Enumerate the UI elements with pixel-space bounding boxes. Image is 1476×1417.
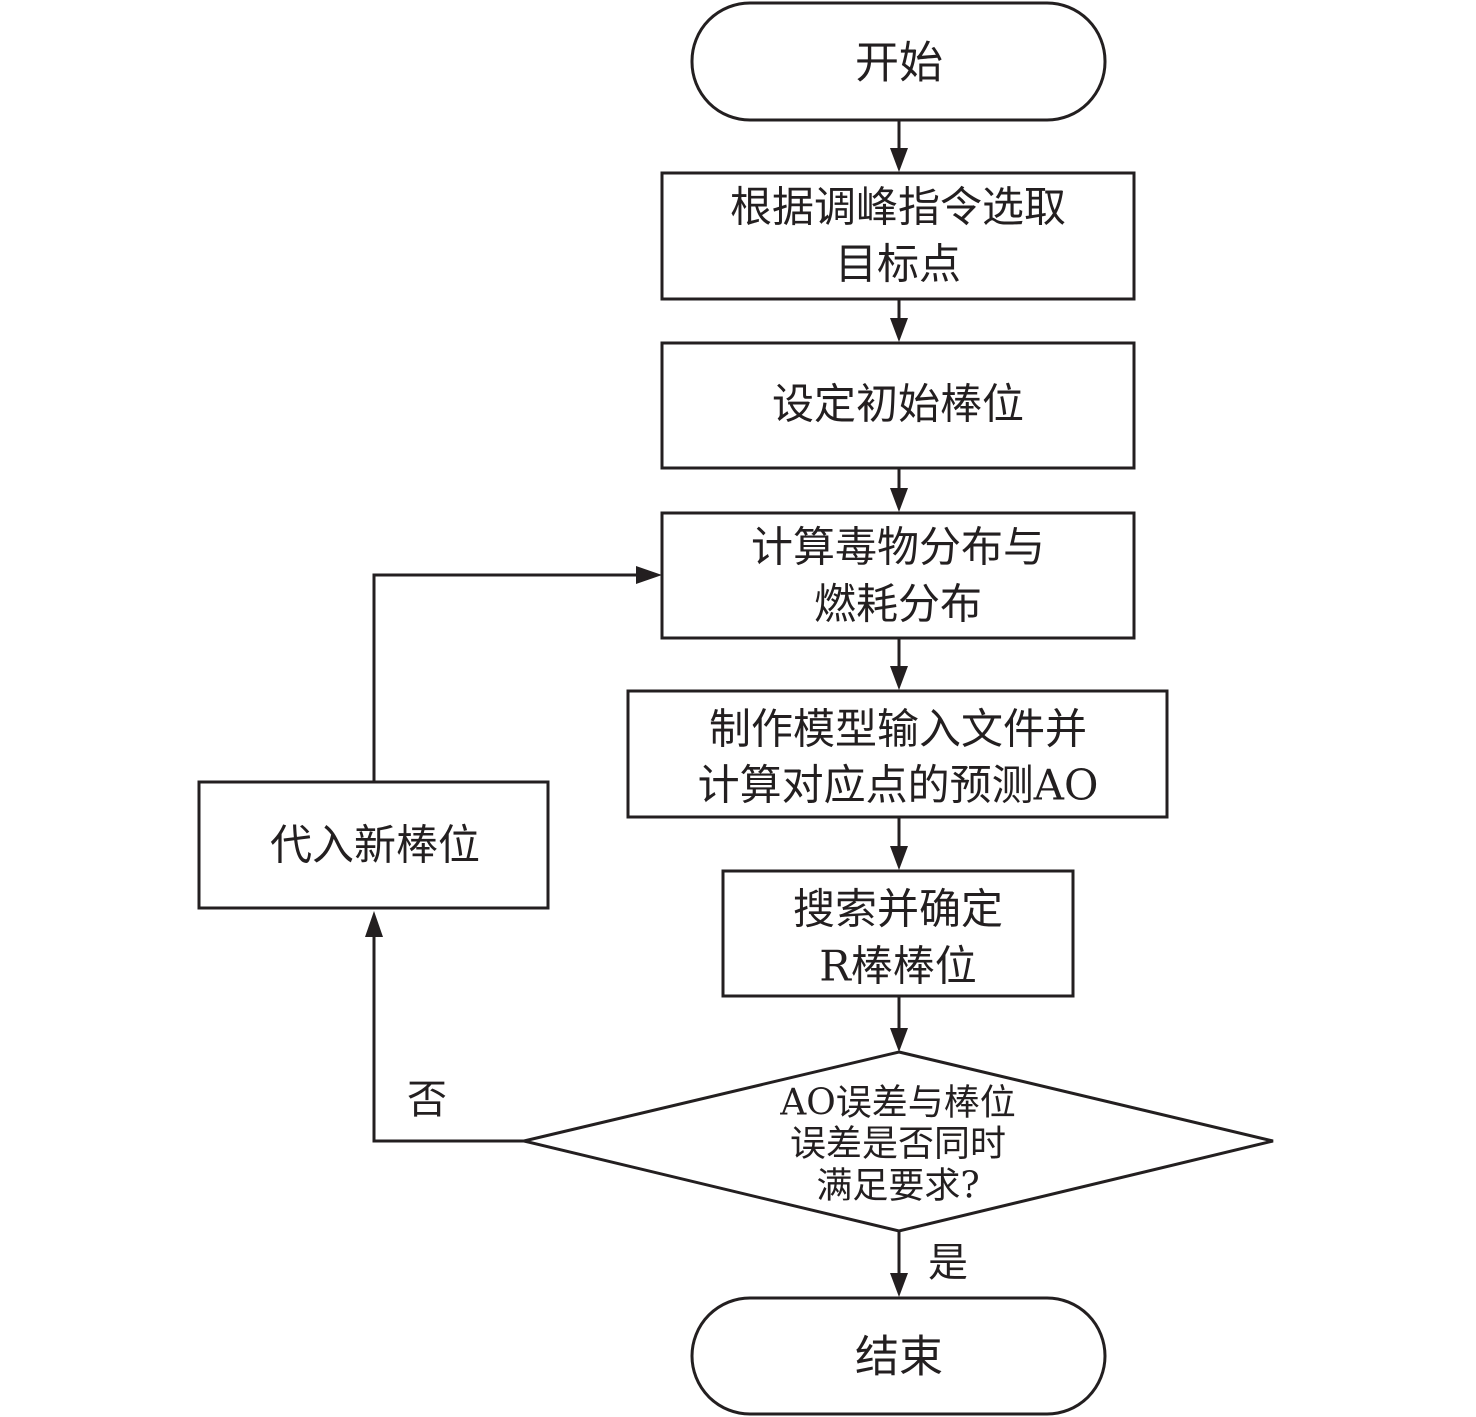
edge-newrod-to-calc xyxy=(372,573,638,781)
make-model-node: 制作模型输入文件并 计算对应点的预测AO xyxy=(626,689,1169,819)
arrowhead-start-to-select xyxy=(890,148,908,172)
arrowhead-search-to-decision xyxy=(890,1028,908,1052)
start-terminal-shape xyxy=(690,1,1107,122)
edge-label-no: 否 xyxy=(407,1077,447,1123)
start-node: 开始 xyxy=(690,1,1107,122)
init-rod-label: 设定初始棒位 xyxy=(772,380,1024,429)
arrowhead-model-to-search xyxy=(890,846,908,870)
arrowhead-calc-to-model xyxy=(890,666,908,690)
search-rod-node: 搜索并确定 R棒棒位 xyxy=(721,869,1075,998)
start-label: 开始 xyxy=(855,38,943,89)
search-rod-label-line2: R棒棒位 xyxy=(819,942,977,991)
select-target-node: 根据调峰指令选取 目标点 xyxy=(660,171,1136,301)
make-model-label-line1: 制作模型输入文件并 xyxy=(709,705,1087,754)
select-target-label-line2: 目标点 xyxy=(835,240,961,289)
end-terminal-shape xyxy=(690,1296,1107,1416)
new-rod-box xyxy=(197,780,550,910)
decision-label-line3: 满足要求? xyxy=(816,1166,979,1207)
search-rod-box xyxy=(721,869,1075,998)
init-rod-node: 设定初始棒位 xyxy=(660,341,1136,470)
edge-decision-to-newrod xyxy=(372,935,524,1143)
end-label: 结束 xyxy=(855,1332,943,1383)
new-rod-label: 代入新棒位 xyxy=(270,821,480,870)
arrowhead-decision-to-end xyxy=(890,1273,908,1297)
search-rod-label-line1: 搜索并确定 xyxy=(793,885,1003,934)
arrowhead-init-to-calc xyxy=(890,488,908,512)
decision-label-line1: AO误差与棒位 xyxy=(779,1083,1016,1124)
select-target-box xyxy=(660,171,1136,301)
arrowhead-select-to-init xyxy=(890,318,908,342)
make-model-label-line2: 计算对应点的预测AO xyxy=(698,761,1099,810)
arrowhead-newrod-to-calc xyxy=(636,566,662,584)
new-rod-node: 代入新棒位 xyxy=(197,780,550,910)
decision-label-line2: 误差是否同时 xyxy=(790,1124,1006,1165)
calc-distribution-label-line1: 计算毒物分布与 xyxy=(751,523,1045,572)
end-node: 结束 xyxy=(690,1296,1107,1416)
edges xyxy=(365,120,908,1297)
calc-distribution-box xyxy=(660,511,1136,640)
make-model-box xyxy=(626,689,1169,819)
decision-diamond xyxy=(523,1050,1274,1233)
decision-node: AO误差与棒位 误差是否同时 满足要求? xyxy=(523,1050,1274,1233)
arrowhead-decision-to-newrod xyxy=(365,911,383,937)
init-rod-box xyxy=(660,341,1136,470)
calc-distribution-node: 计算毒物分布与 燃耗分布 xyxy=(660,511,1136,640)
edge-label-yes: 是 xyxy=(928,1240,968,1286)
calc-distribution-label-line2: 燃耗分布 xyxy=(814,580,982,629)
select-target-label-line1: 根据调峰指令选取 xyxy=(730,183,1066,232)
